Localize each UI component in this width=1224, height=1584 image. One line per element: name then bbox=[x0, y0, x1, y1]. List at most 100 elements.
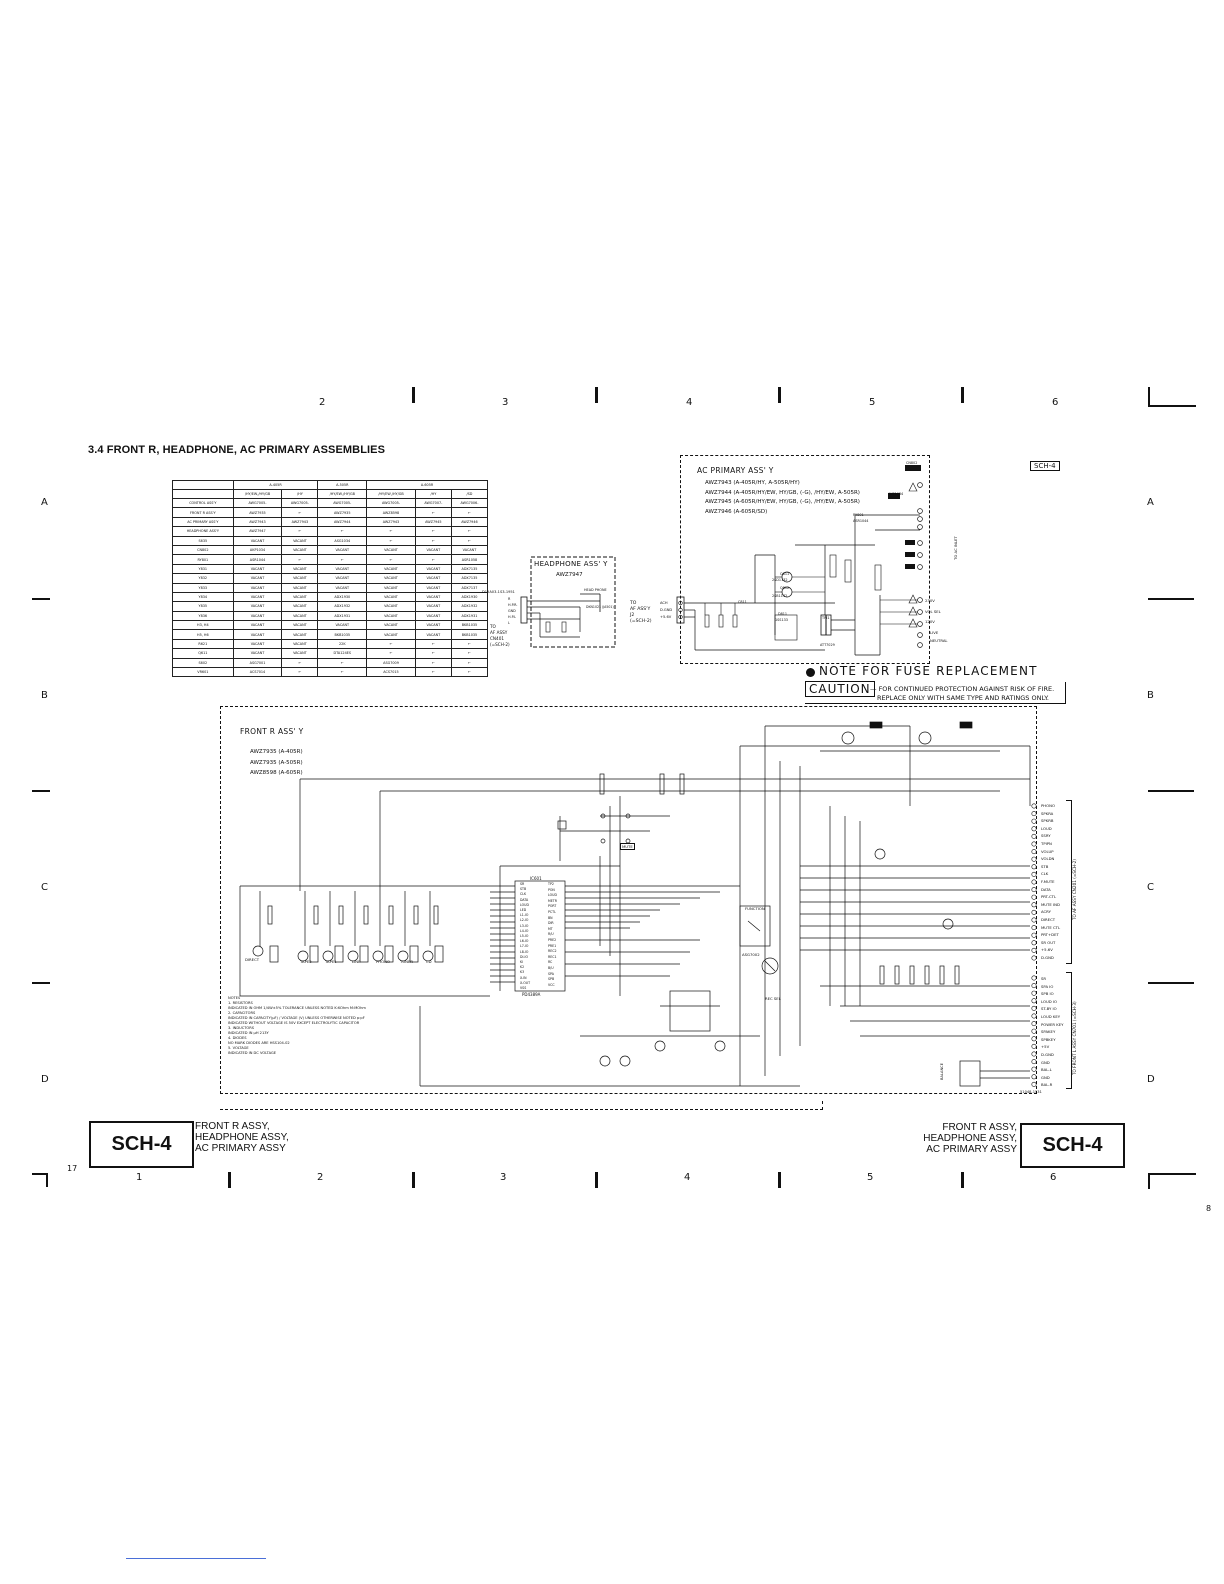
ic-right-pin-label: SPB bbox=[548, 977, 555, 982]
grid-bottom-tick-5 bbox=[961, 1172, 964, 1188]
parts-table-cell: VACANT bbox=[366, 582, 416, 593]
front-r-mute-label: MUTE bbox=[620, 843, 635, 850]
parts-table-cell: DTA124ES bbox=[317, 648, 368, 659]
parts-table-subheader bbox=[172, 489, 234, 499]
ac-primary-model-1: AWZ7943 (A-405R/HY, A-505R/HY) bbox=[705, 480, 800, 486]
parts-table-cell: ASR1044 bbox=[232, 554, 283, 565]
ic-right-pin-label: PORT bbox=[548, 904, 557, 909]
parts-table-group-header: A-605R bbox=[366, 480, 488, 490]
grid-left-d: D bbox=[41, 1074, 49, 1085]
note-line: 2. CAPACITORS bbox=[228, 1011, 256, 1015]
cn602-pin-label: POWER KEY bbox=[1041, 1021, 1064, 1027]
parts-table-row-label: Y834 bbox=[172, 591, 234, 603]
parts-table-cell: AWZ7946 bbox=[450, 516, 489, 528]
cn602-pin-label: GND bbox=[1041, 1074, 1050, 1080]
fuse-caution-line-1: — FOR CONTINUED PROTECTION AGAINST RISK … bbox=[870, 685, 1055, 693]
grid-bottom-1: 1 bbox=[136, 1172, 143, 1183]
parts-table-cell: VACANT bbox=[366, 629, 416, 640]
ac-primary-part-q811: Q811 bbox=[780, 572, 790, 576]
grid-left-a: A bbox=[41, 497, 48, 508]
note-line: INDICATED IN OHM 1/4W±5% TOLERANCE UNLES… bbox=[228, 1006, 366, 1010]
cn601-pin-label: DIRECT bbox=[1041, 916, 1056, 922]
parts-table-cell: AWZ7944 bbox=[317, 516, 368, 528]
front-r-function-part: ASG7002 bbox=[742, 952, 760, 957]
grid-bottom-2: 2 bbox=[317, 1172, 324, 1183]
parts-table-row-label: CONTROL ASS'Y bbox=[172, 497, 234, 509]
note-line: 4. DIODES bbox=[228, 1036, 247, 1040]
corner-label-left-line: HEADPHONE ASSY, bbox=[195, 1132, 289, 1143]
ac-primary-pin-ach: ACH bbox=[660, 601, 668, 605]
front-r-selector-cd: CD bbox=[426, 959, 432, 964]
parts-table-subheader: /HY bbox=[281, 489, 319, 499]
front-r-cn602-bracket bbox=[1066, 972, 1072, 1089]
parts-table-cell: ← bbox=[281, 657, 319, 669]
parts-table-cell: VACANT bbox=[414, 563, 452, 575]
ic-right-pin-label: PRE2 bbox=[548, 937, 557, 942]
parts-table-row-label: RY801 bbox=[172, 554, 234, 565]
ac-primary-part-d811: D811 bbox=[778, 612, 788, 616]
front-r-model-2: AWZ7935 (A-505R) bbox=[250, 760, 303, 766]
parts-table-cell: VACANT bbox=[414, 591, 452, 603]
parts-table-cell: VACANT bbox=[232, 638, 283, 650]
front-r-selector-line: LINE bbox=[352, 959, 361, 964]
grid-bottom-tick-1 bbox=[228, 1172, 231, 1188]
headphone-connector-part: D15A03-1S3-1951 bbox=[482, 590, 515, 594]
grid-bottom-4: 4 bbox=[684, 1172, 691, 1183]
footer-link-line bbox=[126, 1558, 266, 1559]
parts-table-cell: ← bbox=[450, 526, 489, 537]
grid-left-c: C bbox=[41, 882, 48, 893]
parts-table-cell: ← bbox=[450, 535, 489, 546]
headphone-pin-2: H.P.R. bbox=[508, 603, 518, 607]
ic-right-pin-label: B/U bbox=[548, 965, 554, 970]
parts-table-cell: VACANT bbox=[281, 648, 319, 659]
parts-table-cell: ← bbox=[366, 648, 416, 659]
parts-table-cell: ← bbox=[414, 648, 452, 659]
parts-table-cell: VACANT bbox=[281, 629, 319, 640]
grid-bottom-tick-3 bbox=[595, 1172, 598, 1188]
corner-label-left-line: FRONT R ASSY, bbox=[195, 1121, 270, 1132]
parts-table-subheader: /HY/EW,/HY/GB bbox=[317, 489, 368, 499]
front-r-cn601-bracket bbox=[1066, 800, 1072, 964]
parts-table-cell: VACANT bbox=[317, 563, 368, 575]
parts-table-cell: VACANT bbox=[281, 601, 319, 612]
fuse-caution-line-2: REPLACE ONLY WITH SAME TYPE AND RATINGS … bbox=[877, 694, 1049, 702]
ac-primary-part-c811: C811 bbox=[738, 600, 747, 604]
grid-top-4: 4 bbox=[686, 397, 693, 408]
note-line: NOTES bbox=[228, 996, 241, 1000]
parts-table-cell: VACANT bbox=[232, 591, 283, 603]
front-r-ic-label: IC601 bbox=[530, 876, 542, 881]
ac-primary-to-line: J2 bbox=[630, 613, 635, 618]
parts-table-row-label: Q611 bbox=[172, 648, 234, 659]
front-r-selector-tuner: TUNER bbox=[400, 959, 413, 964]
ac-primary-title: AC PRIMARY ASS' Y bbox=[697, 466, 774, 475]
parts-table-cell: VACANT bbox=[317, 544, 368, 556]
ic-left-pin-label: L8-IO bbox=[520, 949, 529, 954]
headphone-schematic bbox=[520, 556, 616, 648]
parts-table-cell: ← bbox=[414, 657, 452, 669]
front-r-model-1: AWZ7935 (A-405R) bbox=[250, 749, 303, 755]
ac-primary-part-1ss: 1SS133 bbox=[775, 618, 788, 622]
grid-right-tick-3 bbox=[1148, 982, 1194, 984]
cn602-pin-label: GND bbox=[1041, 1059, 1050, 1065]
cn601-pin-label: TPIPN bbox=[1041, 840, 1052, 846]
ac-primary-part-akp: AKP1034 bbox=[888, 492, 904, 496]
ic-left-pin-label: CLK bbox=[520, 892, 527, 897]
page-title: 3.4 FRONT R, HEADPHONE, AC PRIMARY ASSEM… bbox=[88, 444, 386, 456]
ac-primary-pin-56v: +5.6V bbox=[660, 615, 672, 619]
front-r-frame bbox=[220, 706, 1037, 1094]
corner-label-right-line: HEADPHONE ASSY, bbox=[923, 1133, 1017, 1144]
cn602-pin-label: ST-BY IO bbox=[1041, 1006, 1057, 1012]
parts-table-subheader: /HY/EW,/HY/GB bbox=[232, 489, 283, 499]
ac-primary-part-2sb: 2SB1132 bbox=[772, 594, 788, 598]
ac-primary-schematic bbox=[676, 465, 923, 656]
grid-top-tick-4 bbox=[961, 387, 964, 403]
parts-table-cell: VACANT bbox=[232, 573, 283, 584]
parts-table-cell: ← bbox=[366, 526, 416, 537]
parts-table-cell: ← bbox=[414, 554, 452, 565]
